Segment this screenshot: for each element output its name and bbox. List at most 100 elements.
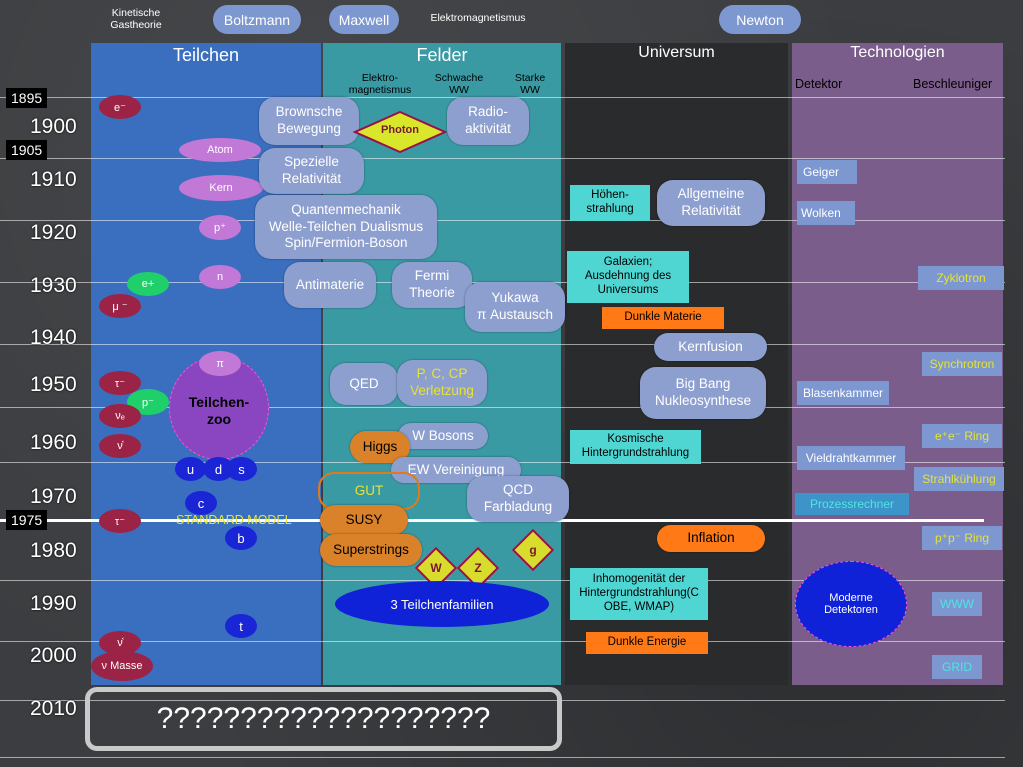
sub-elektromagnetismus: Elektro- magnetismus xyxy=(348,72,412,96)
fermi-theorie: Fermi Theorie xyxy=(392,262,472,308)
radioaktivitaet: Radio- aktivität xyxy=(447,97,529,145)
line-1985 xyxy=(0,580,1005,581)
year-1960: 1960 xyxy=(30,431,77,454)
kern-ellipse: Kern xyxy=(179,175,263,201)
column-title-teilchen: Teilchen xyxy=(172,45,240,65)
inflation: Inflation xyxy=(657,525,765,552)
quark-t: t xyxy=(225,614,257,638)
z-boson-diamond: Z xyxy=(456,546,500,590)
line-2005 xyxy=(0,700,1005,701)
www: WWW xyxy=(932,592,982,616)
year-1950: 1950 xyxy=(30,373,77,396)
sub-beschleuniger: Beschleuniger xyxy=(913,77,993,91)
big-bang-nukleosynthese: Big Bang Nukleosynthese xyxy=(640,367,766,419)
strahlkuehlung: Strahlkühlung xyxy=(914,467,1004,491)
w-boson-diamond: W xyxy=(414,546,458,590)
year-1980: 1980 xyxy=(30,539,77,562)
blasenkammer: Blasenkammer xyxy=(797,381,889,405)
year-1990: 1990 xyxy=(30,592,77,615)
prozessrechner: Prozessrechner xyxy=(795,493,909,515)
susy: SUSY xyxy=(320,505,408,535)
column-title-universum: Universum xyxy=(638,44,715,61)
particle-electron: e⁻ xyxy=(99,95,141,119)
year-2000: 2000 xyxy=(30,644,77,667)
particle-proton: p⁺ xyxy=(199,215,241,240)
spezielle-relativitaet: Spezielle Relativität xyxy=(259,148,364,194)
standard-model-label: STANDARD MODEL xyxy=(176,513,292,527)
year-1940: 1940 xyxy=(30,326,77,349)
photon-label: Photon xyxy=(381,124,419,136)
newton-pill: Newton xyxy=(719,5,801,34)
superstrings: Superstrings xyxy=(320,534,422,566)
teilchenzoo-label: Teilchen- zoo xyxy=(188,394,250,427)
qed: QED xyxy=(330,363,398,405)
future-question-box: ???????????????????? xyxy=(85,687,562,751)
pp-ring: p⁺p⁻ Ring xyxy=(922,526,1002,550)
kosmische-hintergrundstrahlung: Kosmische Hintergrundstrahlung xyxy=(570,430,701,464)
gluon-label: g xyxy=(529,543,537,557)
year-1970: 1970 xyxy=(30,485,77,508)
galaxien-ausdehnung: Galaxien; Ausdehnung des Universums xyxy=(567,251,689,303)
dunkle-energie: Dunkle Energie xyxy=(586,632,708,654)
hoehenstrahlung: Höhen- strahlung xyxy=(570,185,650,221)
geiger: Geiger xyxy=(797,160,857,184)
boltzmann-pill: Boltzmann xyxy=(213,5,301,34)
w-boson-label: W xyxy=(430,561,442,575)
year-1920: 1920 xyxy=(30,221,77,244)
column-title-felder: Felder xyxy=(416,45,468,65)
p-c-cp-verletzung: P, C, CP Verletzung xyxy=(397,360,487,406)
particle-positron: e+ xyxy=(127,272,169,296)
drei-teilchenfamilien: 3 Teilchenfamilien xyxy=(335,581,549,627)
particle-nu-e: νₑ xyxy=(99,404,141,428)
column-title-technologien: Technologien xyxy=(850,44,945,61)
photon-diamond xyxy=(353,110,447,154)
z-boson-label: Z xyxy=(474,561,482,575)
year-2010: 2010 xyxy=(30,697,77,720)
line-1915 xyxy=(0,220,1005,221)
qcd-farbladung: QCD Farbladung xyxy=(467,476,569,522)
moderne-detektoren: Moderne Detektoren xyxy=(795,561,907,647)
atom-ellipse: Atom xyxy=(179,138,261,162)
year-1900: 1900 xyxy=(30,115,77,138)
line-1995 xyxy=(0,641,1005,642)
antimaterie: Antimaterie xyxy=(284,262,376,308)
line-1945 xyxy=(0,407,1005,408)
particle-tau-1975: τ⁻ xyxy=(99,509,141,533)
sub-starke-ww: Starke WW xyxy=(514,72,546,96)
particle-muon: μ ⁻ xyxy=(99,294,141,318)
yukawa-austausch: Yukawa π Austausch xyxy=(465,282,565,332)
ee-ring: e⁺e⁻ Ring xyxy=(922,424,1002,448)
grid: GRID xyxy=(932,655,982,679)
particle-nu-mu: ν᷾ xyxy=(99,434,141,458)
particle-pion: π xyxy=(199,351,241,376)
gluon-diamond: g xyxy=(511,528,555,572)
vieldrahtkammer: Vieldrahtkammer xyxy=(797,446,905,470)
zyklotron: Zyklotron xyxy=(918,266,1004,290)
quark-u: u xyxy=(175,457,206,481)
elektromagnetismus-label: Elektromagnetismus xyxy=(430,12,526,24)
quark-c: c xyxy=(185,491,217,515)
dunkle-materie: Dunkle Materie xyxy=(602,307,724,329)
synchrotron: Synchrotron xyxy=(922,352,1002,376)
kernfusion: Kernfusion xyxy=(654,333,767,361)
quark-b: b xyxy=(225,526,257,550)
maxwell-pill: Maxwell xyxy=(329,5,399,34)
particle-neutron: n xyxy=(199,265,241,289)
line-1905 xyxy=(0,158,1005,159)
inhomogenitaet: Inhomogenität der Hintergrundstrahlung(C… xyxy=(570,568,708,620)
w-bosons: W Bosons xyxy=(398,423,488,449)
year-1910: 1910 xyxy=(30,168,77,191)
kinetische-gastheorie: Kinetische Gastheorie xyxy=(110,7,162,32)
wolkenkammer: Wolken xyxy=(797,201,855,225)
quantenmechanik: Quantenmechanik Welle-Teilchen Dualismus… xyxy=(255,195,437,259)
line-1935 xyxy=(0,344,1005,345)
year-1930: 1930 xyxy=(30,274,77,297)
sub-schwache-ww: Schwache WW xyxy=(434,72,484,96)
allgemeine-relativitaet: Allgemeine Relativität xyxy=(657,180,765,226)
yearbox-1975: 1975 xyxy=(6,510,48,530)
brownsche-bewegung: Brownsche Bewegung xyxy=(259,97,359,145)
yearbox-1895: 1895 xyxy=(6,88,48,108)
yearbox-1905: 1905 xyxy=(6,140,48,160)
quark-s: s xyxy=(226,457,257,481)
sub-detektor: Detektor xyxy=(795,77,843,91)
